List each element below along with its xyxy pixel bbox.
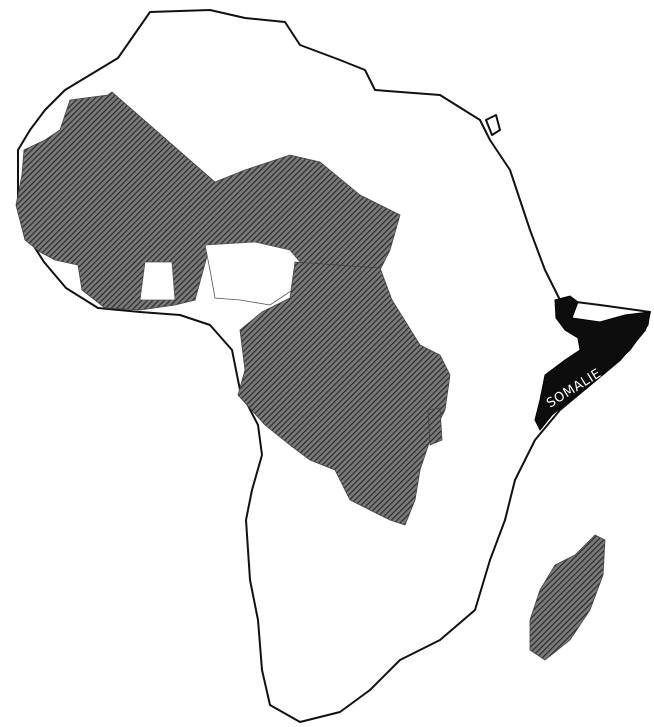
west-africa-hatched-region: [15, 91, 401, 311]
madagascar-hatched-region: [529, 534, 606, 661]
somalia-highlight: [534, 295, 651, 431]
east-lake-hatched-patch: [427, 407, 443, 446]
inner-gap-left: [139, 261, 176, 301]
central-africa-hatched-region: [237, 261, 451, 526]
red-sea-notch: [485, 114, 501, 136]
inner-gap-nigeria: [204, 241, 301, 306]
